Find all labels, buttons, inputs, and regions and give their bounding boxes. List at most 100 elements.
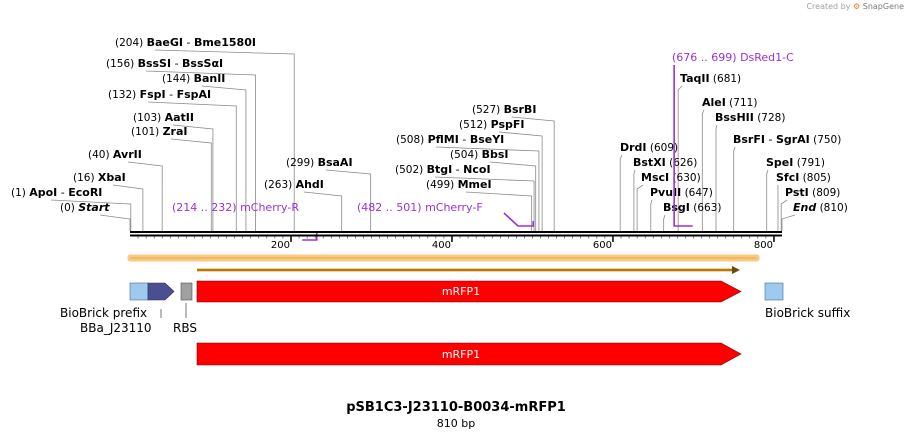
site-position: (1) — [11, 187, 29, 199]
site-bsshii[interactable] — [715, 124, 718, 231]
site-aatii[interactable] — [172, 124, 214, 231]
site-label-drdi[interactable]: DrdI (609) — [620, 141, 678, 154]
site-label-xbai[interactable]: (16) XbaI — [73, 171, 126, 184]
site-spei[interactable] — [766, 169, 769, 231]
site-label-bsshii[interactable]: BssHII (728) — [715, 111, 785, 124]
primer-label[interactable]: (214 .. 232) mCherry-R — [172, 201, 299, 214]
site-position: (711) — [726, 97, 758, 109]
site-position: (609) — [647, 142, 679, 154]
site-baegi[interactable] — [154, 49, 295, 231]
site-label-bbsi[interactable]: (504) BbsI — [450, 148, 508, 161]
site-position: (527) — [472, 104, 504, 116]
site-bsaai[interactable] — [325, 169, 372, 231]
site-position: (663) — [690, 202, 722, 214]
site-taqii[interactable] — [677, 85, 683, 231]
site-name-separator: - — [452, 163, 463, 176]
site-label-zrai[interactable]: (101) ZraI — [131, 125, 188, 138]
site-connector — [781, 214, 796, 231]
site-label-spei[interactable]: SpeI (791) — [766, 156, 825, 169]
site-label-bsgi[interactable]: BsgI (663) — [663, 201, 721, 214]
site-alt-name: BseYI — [470, 133, 504, 146]
site-label-bsrbi[interactable]: (527) BsrBI — [472, 103, 536, 116]
site-psti[interactable] — [780, 199, 788, 231]
site-start[interactable] — [99, 214, 131, 231]
site-bsgi[interactable] — [663, 214, 666, 231]
site-ahdi[interactable] — [303, 191, 343, 231]
primer-range: (676 .. 699) — [672, 51, 740, 64]
site-banii[interactable] — [201, 85, 247, 231]
site-bbsi[interactable] — [489, 161, 537, 231]
mrfp1-cds-feature[interactable] — [196, 280, 742, 303]
site-label-banii[interactable]: (144) BanII — [162, 72, 225, 85]
site-connector — [112, 184, 144, 231]
site-position: (204) — [115, 37, 147, 49]
promoter-feature[interactable] — [147, 282, 175, 301]
biobrick-suffix-feature[interactable] — [764, 282, 784, 301]
site-name: SfcI — [776, 171, 799, 184]
site-label-aatii[interactable]: (103) AatII — [133, 111, 194, 124]
site-label-psti[interactable]: PstI (809) — [785, 186, 840, 199]
biobrick-prefix-feature[interactable] — [129, 282, 149, 301]
site-name: PstI — [785, 186, 809, 199]
primer-mcherry-f[interactable]: (482 .. 501) mCherry-F — [357, 201, 535, 227]
primer-dsred1-c[interactable]: (676 .. 699) DsRed1-C — [672, 51, 794, 227]
site-label-pspfi[interactable]: (512) PspFI — [459, 118, 524, 131]
rbs-feature[interactable] — [180, 282, 193, 301]
primers: (214 .. 232) mCherry-R (482 .. 501) mCher… — [172, 51, 794, 241]
site-name: ApoI — [29, 186, 57, 199]
site-btgi[interactable] — [434, 176, 535, 231]
site-label-bsrfi[interactable]: BsrFI - SgrAI (750) — [733, 133, 841, 146]
credit-brand: SnapGene — [862, 2, 904, 11]
site-position: (144) — [162, 73, 194, 85]
site-label-avrii[interactable]: (40) AvrII — [88, 148, 142, 161]
site-position: (508) — [396, 134, 428, 146]
site-fspi[interactable] — [147, 101, 237, 231]
site-end[interactable] — [781, 214, 796, 231]
site-bsrbi[interactable] — [511, 116, 555, 231]
orf-arrow[interactable] — [197, 266, 740, 274]
site-label-baegi[interactable]: (204) BaeGI - Bme1580I — [115, 36, 256, 49]
site-pflmi[interactable] — [435, 146, 540, 231]
site-label-btgi[interactable]: (502) BtgI - NcoI — [395, 163, 491, 176]
orf-bar[interactable] — [127, 254, 760, 262]
primer-label[interactable]: (676 .. 699) DsRed1-C — [672, 51, 794, 64]
site-avrii[interactable] — [127, 161, 163, 231]
site-label-bstxi[interactable]: BstXI (626) — [633, 156, 697, 169]
site-zrai[interactable] — [170, 138, 212, 231]
site-label-ahdi[interactable]: (263) AhdI — [264, 178, 324, 191]
site-position: (263) — [264, 179, 296, 191]
site-label-fspi[interactable]: (132) FspI - FspAI — [108, 88, 211, 101]
site-label-pvuii[interactable]: PvuII (647) — [650, 186, 713, 199]
site-label-apoi[interactable]: (1) ApoI - EcoRI — [11, 186, 102, 199]
site-xbai[interactable] — [112, 184, 144, 231]
site-connector — [489, 161, 537, 231]
mrfp1-translation-feature[interactable] — [196, 342, 742, 366]
site-pvuii[interactable] — [650, 199, 653, 231]
site-bsrfi[interactable] — [733, 146, 736, 231]
site-connector — [325, 169, 372, 231]
site-label-bsssi[interactable]: (156) BssSI - BssSαI — [106, 57, 223, 70]
site-label-taqii[interactable]: TaqII (681) — [680, 72, 741, 85]
site-connector — [435, 146, 540, 231]
site-label-sfci[interactable]: SfcI (805) — [776, 171, 831, 184]
site-position: (810) — [816, 202, 848, 214]
primer-label[interactable]: (482 .. 501) mCherry-F — [357, 201, 483, 214]
primer-mcherry-r[interactable]: (214 .. 232) mCherry-R — [172, 201, 318, 241]
site-label-start[interactable]: (0) Start — [60, 201, 110, 214]
site-label-pflmi[interactable]: (508) PflMI - BseYI — [396, 133, 504, 146]
site-label-mmei[interactable]: (499) MmeI — [426, 178, 492, 191]
site-drdi[interactable] — [619, 154, 623, 231]
site-label-bsaai[interactable]: (299) BsaAI — [286, 156, 353, 169]
site-alei[interactable] — [701, 109, 705, 231]
site-msci[interactable] — [636, 184, 644, 231]
site-bstxi[interactable] — [633, 169, 636, 231]
site-connector — [303, 191, 343, 231]
map-length: 810 bp — [436, 417, 476, 430]
site-apoi[interactable] — [50, 199, 132, 231]
site-bsssi[interactable] — [145, 70, 256, 231]
site-pspfi[interactable] — [498, 131, 543, 231]
site-label-msci[interactable]: MscI (630) — [641, 171, 701, 184]
site-label-alei[interactable]: AleI (711) — [702, 96, 757, 109]
site-mmei[interactable] — [465, 191, 533, 231]
site-label-end[interactable]: End (810) — [793, 201, 848, 214]
